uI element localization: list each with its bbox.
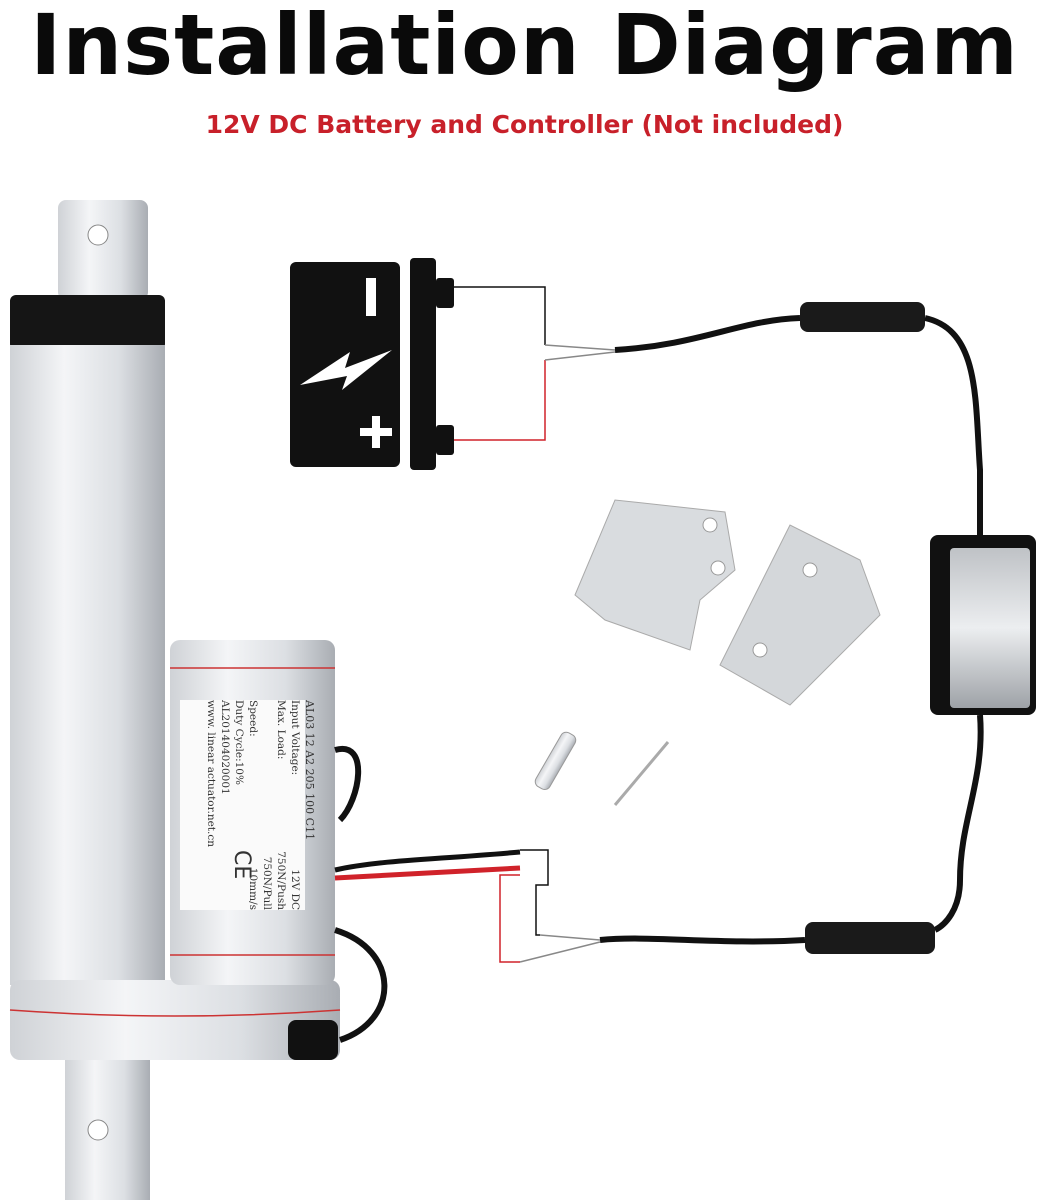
connector-bottom <box>805 922 935 954</box>
input-voltage-value: 12V DC <box>289 869 301 910</box>
cotter-pin <box>613 741 670 806</box>
page-title: Installation Diagram <box>30 0 1019 94</box>
model-number: AL03 12 A2 205 100 C11 <box>303 700 316 841</box>
clevis-pin <box>534 731 577 791</box>
max-load-push: 750N/Push <box>275 851 287 910</box>
lightning-icon <box>300 350 392 390</box>
max-load-pull: 750N/Pull <box>261 856 273 910</box>
mounting-bracket <box>574 499 736 651</box>
connector-top <box>800 302 925 332</box>
max-load-label: Max. Load: <box>275 700 287 760</box>
linear-actuator <box>9 200 521 1200</box>
speed-label: Speed: <box>247 700 259 737</box>
subtitle: 12V DC Battery and Controller (Not inclu… <box>205 110 844 139</box>
website: www. linear actuator.net.cn <box>205 700 217 848</box>
battery-icon <box>290 258 454 470</box>
ce-mark: CE <box>229 850 254 880</box>
motor-spec-label: AL03 12 A2 205 100 C11 Input Voltage: 12V… <box>186 700 316 910</box>
input-voltage-label: Input Voltage: <box>289 700 301 776</box>
mounting-bracket <box>719 524 881 706</box>
controller-box <box>930 535 1036 715</box>
